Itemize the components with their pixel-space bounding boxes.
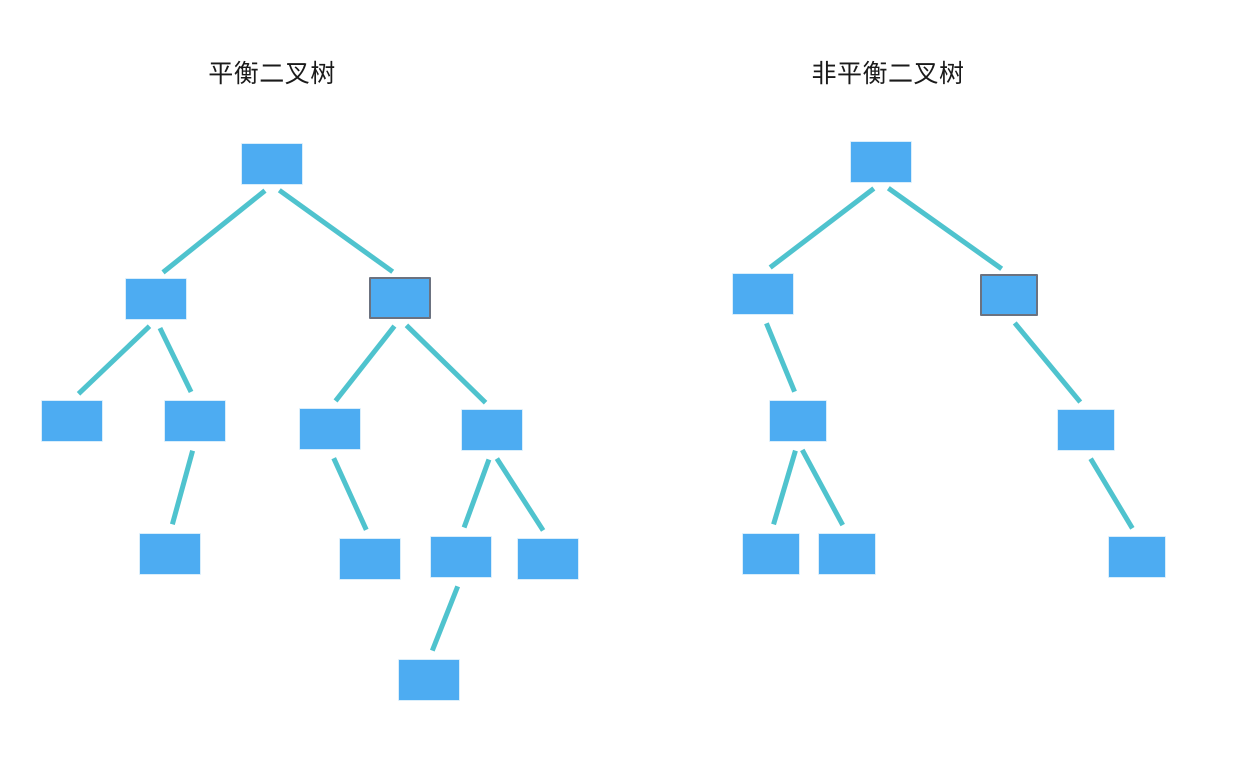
tree-edge — [800, 448, 845, 527]
tree-node[interactable] — [41, 400, 103, 442]
tree-edge — [494, 457, 546, 532]
tree-node[interactable] — [241, 143, 303, 185]
tree-edge — [331, 457, 369, 531]
tree-edge — [461, 458, 492, 529]
tree-node[interactable] — [850, 141, 912, 183]
tree-node[interactable] — [139, 533, 201, 575]
tree-edge — [157, 326, 194, 394]
tree-node[interactable] — [430, 536, 492, 578]
tree-edge — [1012, 321, 1083, 404]
tree-edge — [333, 324, 397, 403]
tree-node-highlighted[interactable] — [980, 274, 1038, 316]
tree-edge — [429, 585, 461, 652]
tree-edge — [768, 186, 876, 270]
tree-node[interactable] — [742, 533, 800, 575]
tree-node[interactable] — [1108, 536, 1166, 578]
tree-edge — [404, 323, 488, 405]
tree-node[interactable] — [769, 400, 827, 442]
tree-node[interactable] — [517, 538, 579, 580]
tree-node[interactable] — [732, 273, 794, 315]
tree-node[interactable] — [398, 659, 460, 701]
tree-node[interactable] — [1057, 409, 1115, 451]
tree-node[interactable] — [818, 533, 876, 575]
tree-edge — [169, 450, 196, 525]
tree-edge — [277, 188, 395, 274]
tree-edge — [161, 188, 267, 275]
tree-node[interactable] — [461, 409, 523, 451]
tree-edge — [764, 322, 797, 393]
tree-edge — [771, 449, 798, 526]
tree-edge — [1088, 457, 1135, 530]
tree-edge — [886, 186, 1004, 271]
tree-node[interactable] — [125, 278, 187, 320]
tree-title-balanced: 平衡二叉树 — [208, 60, 336, 88]
tree-node-highlighted[interactable] — [369, 277, 431, 319]
tree-node[interactable] — [164, 400, 226, 442]
tree-edge — [76, 324, 152, 396]
tree-title-unbalanced: 非平衡二叉树 — [811, 60, 965, 88]
tree-node[interactable] — [299, 408, 361, 450]
tree-node[interactable] — [339, 538, 401, 580]
